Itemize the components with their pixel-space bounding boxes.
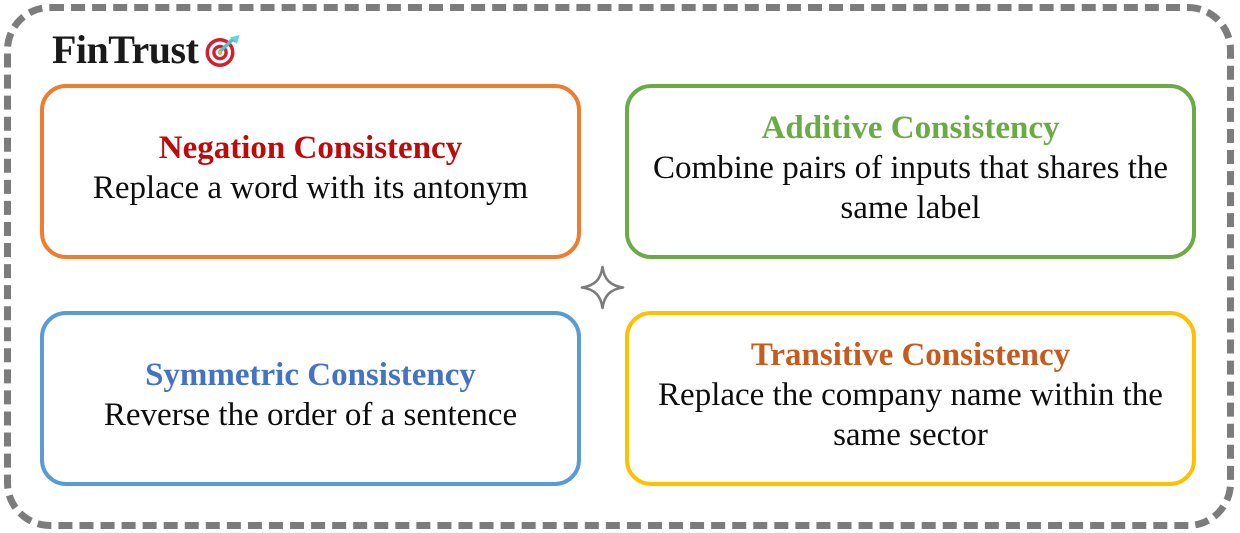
card-additive-title: Additive Consistency	[761, 110, 1060, 147]
card-negation-consistency[interactable]: Negation Consistency Replace a word with…	[40, 84, 581, 259]
card-transitive-consistency[interactable]: Transitive Consistency Replace the compa…	[625, 311, 1196, 486]
brand-name: FinTrust	[52, 27, 199, 72]
sparkle-icon	[580, 265, 625, 310]
brand-title: FinTrust	[52, 22, 243, 78]
card-transitive-description: Replace the company name within the same…	[658, 377, 1163, 453]
card-symmetric-description: Reverse the order of a sentence	[103, 397, 518, 434]
card-transitive-title: Transitive Consistency	[750, 337, 1071, 374]
card-symmetric-title: Symmetric Consistency	[145, 357, 476, 394]
dart-target-icon	[199, 28, 243, 72]
card-additive-consistency[interactable]: Additive Consistency Combine pairs of in…	[625, 84, 1196, 259]
card-additive-description: Combine pairs of inputs that shares the …	[652, 150, 1169, 226]
card-symmetric-consistency[interactable]: Symmetric Consistency Reverse the order …	[40, 311, 581, 486]
card-negation-description: Replace a word with its antonym	[92, 170, 529, 207]
card-negation-title: Negation Consistency	[158, 130, 463, 167]
